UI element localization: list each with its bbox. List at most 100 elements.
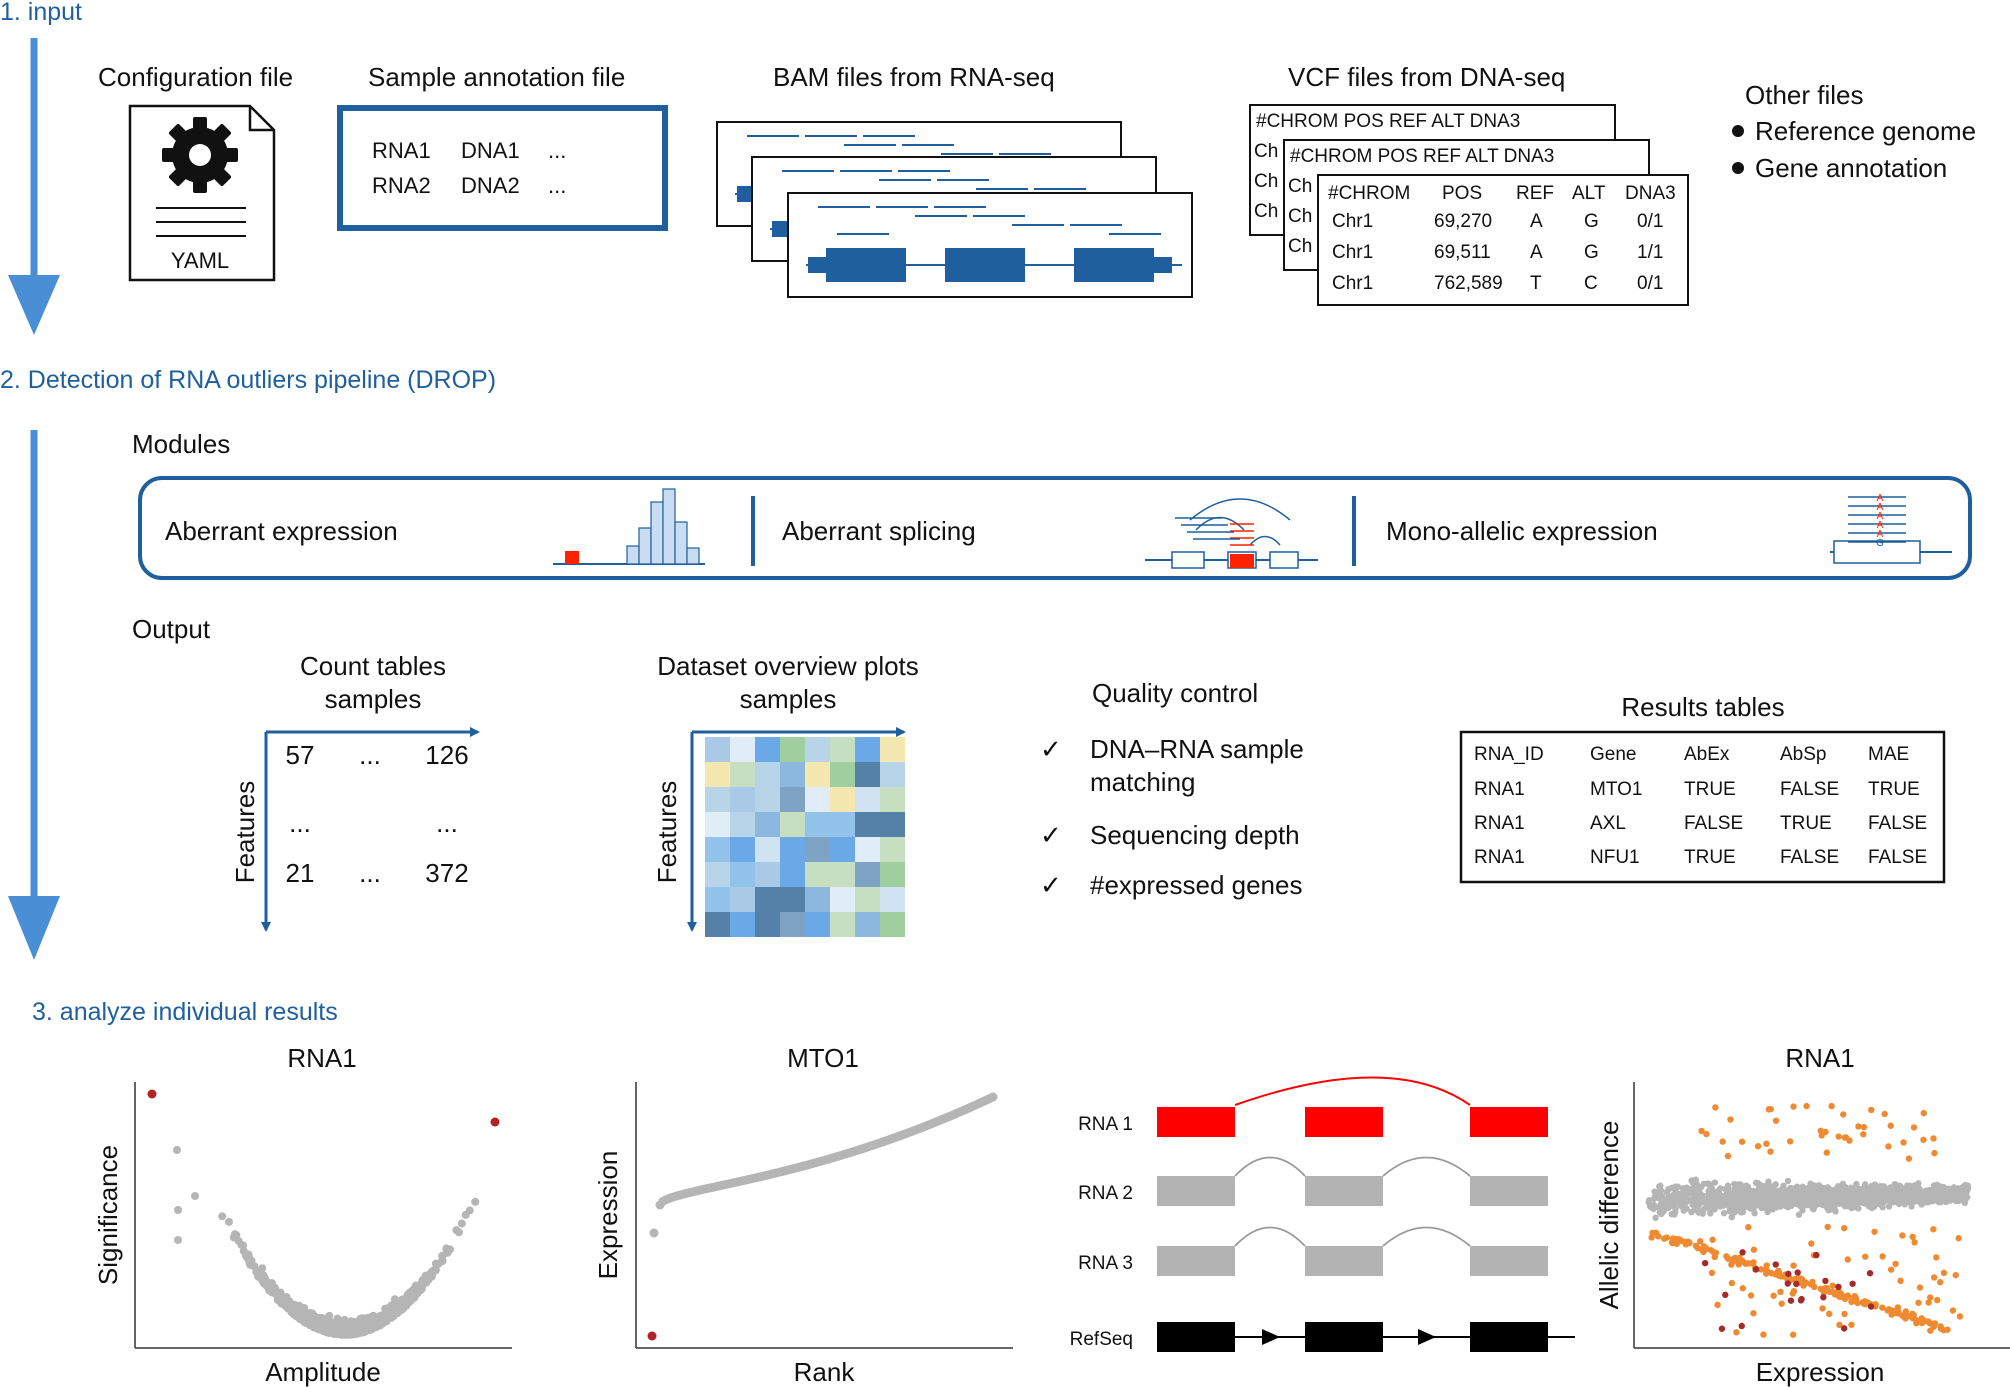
heatmap-cell (830, 762, 855, 787)
mae-point (1651, 1188, 1658, 1195)
heatmap-cell (730, 912, 755, 937)
mae-point (1839, 1187, 1847, 1195)
splice-exon (1171, 551, 1205, 569)
mae-point (1708, 1269, 1716, 1277)
mae-point (1899, 1232, 1906, 1239)
heatmap-cell (855, 912, 880, 937)
mae-point (1829, 1282, 1836, 1289)
count-tables-samples: samples (325, 684, 422, 714)
volcano-point (230, 1230, 239, 1239)
mae-point (1662, 1200, 1669, 1208)
mae-point (1842, 1134, 1850, 1141)
mae-point (1958, 1185, 1966, 1192)
mae-point (1747, 1205, 1755, 1212)
mae-point (1827, 1202, 1834, 1209)
gear-icon (162, 117, 238, 193)
count-cell: ... (359, 740, 381, 770)
qc-item: Sequencing depth (1090, 820, 1300, 850)
heatmap-cell (705, 812, 730, 837)
mae-point (1852, 1203, 1859, 1211)
mae-points (1645, 1102, 1972, 1338)
results-column-header: AbEx (1684, 744, 1730, 765)
heatmap-cell (730, 862, 755, 887)
mae-allele: A (1877, 529, 1884, 540)
mae-point (1860, 1131, 1867, 1138)
heatmap-cell (830, 837, 855, 862)
mae-point (1909, 1233, 1916, 1241)
mae-point (1860, 1123, 1868, 1131)
results-cell: RNA1 (1474, 847, 1525, 868)
module-aberrant-splicing: Aberrant splicing (782, 516, 976, 546)
mae-point (1831, 1194, 1838, 1201)
mae-point (1786, 1196, 1793, 1204)
volcano-point (174, 1206, 182, 1214)
mae-point (1894, 1186, 1902, 1194)
rank-title: MTO1 (787, 1043, 859, 1073)
mae-point (1720, 1210, 1728, 1217)
vcf-files-title: VCF files from DNA-seq (1288, 62, 1565, 92)
heatmap-cell (855, 737, 880, 762)
vcf-cell: Chr1 (1332, 242, 1373, 263)
heatmap-cell (705, 912, 730, 937)
results-cell: TRUE (1684, 779, 1736, 800)
mae-point (1839, 1180, 1847, 1188)
mae-point (1904, 1312, 1912, 1320)
heatmap-cell (855, 787, 880, 812)
module-mono-allelic-expression: Mono-allelic expression (1386, 516, 1658, 546)
overview-axis-label: Features (652, 781, 682, 884)
volcano-points (147, 1089, 500, 1339)
splice-track-exon (1470, 1246, 1548, 1276)
mae-point (1678, 1194, 1686, 1201)
mae-point (1863, 1299, 1870, 1306)
count-cell: ... (289, 808, 311, 838)
heatmap-cell (880, 837, 905, 862)
mae-point (1937, 1323, 1944, 1330)
count-cell: 126 (425, 740, 468, 770)
utr-block (808, 257, 826, 273)
bam-files-title: BAM files from RNA-seq (773, 62, 1055, 92)
mae-point (1920, 1109, 1927, 1117)
heatmap-cell (755, 762, 780, 787)
mae-point (1707, 1210, 1714, 1217)
mae-point (1760, 1331, 1767, 1338)
mae-point (1724, 1152, 1732, 1160)
volcano-point (374, 1321, 383, 1330)
exon-block (1074, 248, 1154, 282)
volcano-xlabel: Amplitude (265, 1357, 381, 1387)
mae-point (1724, 1197, 1732, 1205)
count-cell: 57 (286, 740, 315, 770)
volcano-point (244, 1250, 253, 1259)
mae-point (1920, 1136, 1927, 1143)
splice-junction-arc (1382, 1156, 1471, 1177)
mae-point (1790, 1287, 1798, 1295)
vcf-cell: 69,511 (1434, 242, 1491, 263)
heatmap-cell (780, 887, 805, 912)
mae-point (1702, 1200, 1710, 1207)
volcano-point (174, 1236, 182, 1244)
mae-exon (1833, 540, 1921, 564)
refseq-direction-arrow (1262, 1329, 1280, 1345)
heatmap-cell (730, 887, 755, 912)
vcf-cell: T (1530, 273, 1542, 294)
exon-block (945, 248, 1025, 282)
mae-point (1957, 1191, 1964, 1198)
heatmap-cell (730, 737, 755, 762)
annotation-cell: DNA1 (461, 138, 520, 163)
mae-point (1763, 1140, 1770, 1147)
histogram-bar (674, 521, 688, 565)
mae-point (1840, 1111, 1847, 1118)
heatmap-cell (805, 812, 830, 837)
mae-point (1777, 1288, 1784, 1296)
heatmap-cell (880, 787, 905, 812)
splice-track-exon (1305, 1246, 1383, 1276)
heatmap-cell (805, 912, 830, 937)
heatmap-cell (755, 787, 780, 812)
mae-point (1874, 1188, 1881, 1196)
heatmap-cell (830, 787, 855, 812)
mae-point (1828, 1102, 1835, 1110)
module-aberrant-expression: Aberrant expression (165, 516, 398, 546)
results-column-header: Gene (1590, 744, 1636, 765)
mae-point (1650, 1201, 1658, 1209)
